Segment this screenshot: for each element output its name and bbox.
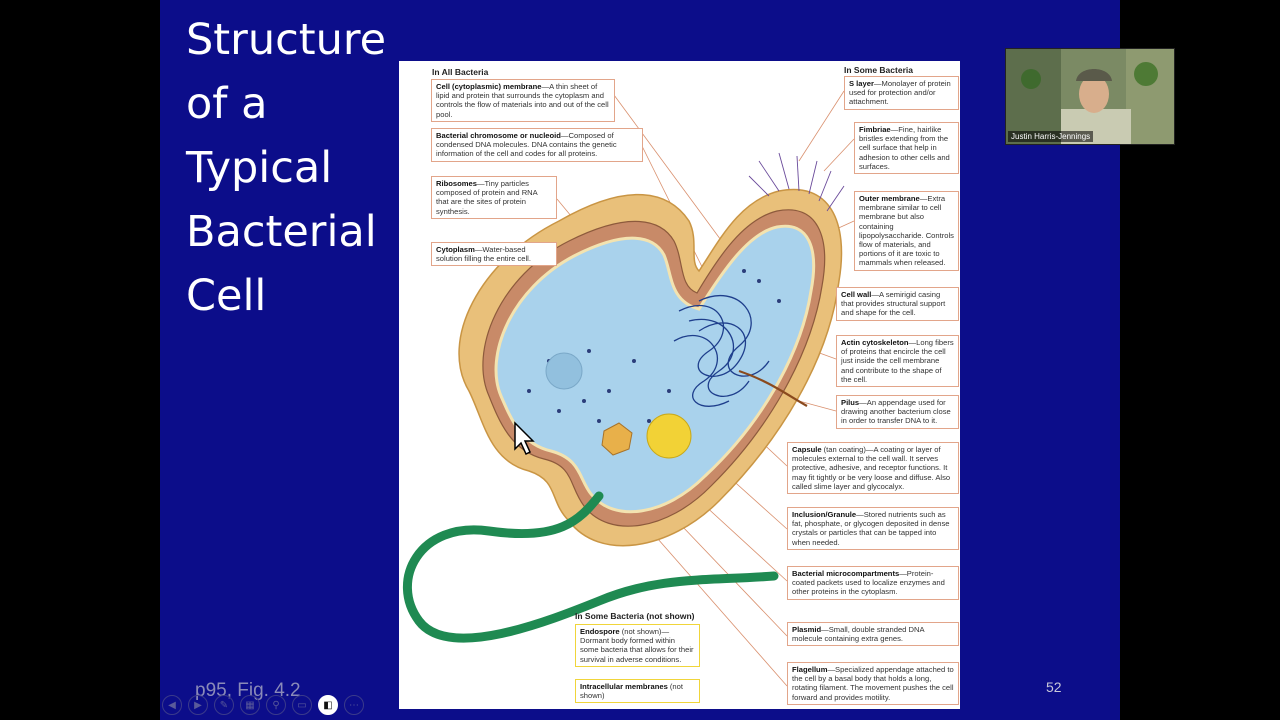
camera-icon: ◧ <box>323 699 333 711</box>
more-options-button[interactable]: ⋯ <box>344 695 364 715</box>
camera-toggle-button[interactable]: ◧ <box>318 695 338 715</box>
subtitles-button[interactable]: ▭ <box>292 695 312 715</box>
label-ribosomes: Ribosomes—Tiny particles composed of pro… <box>431 176 557 219</box>
pen-icon: ✎ <box>219 699 229 711</box>
section-heading-some-bacteria: In Some Bacteria <box>844 65 913 75</box>
title-line: Bacterial <box>186 207 377 257</box>
label-intracellular-membranes: Intracellular membranes (not shown) <box>575 679 700 704</box>
label-pilus: Pilus—An appendage used for drawing anot… <box>836 395 959 429</box>
slide-title: Structure of a Typical Bacterial Cell <box>186 8 396 328</box>
slides-grid-icon: ▦ <box>245 699 255 711</box>
title-line: Structure of a <box>186 15 387 129</box>
label-cell-membrane: Cell (cytoplasmic) membrane—A thin sheet… <box>431 79 615 122</box>
participant-name: Justin Harris-Jennings <box>1008 131 1094 142</box>
title-line: Cell <box>186 271 267 321</box>
previous-slide-button[interactable]: ◀ <box>162 695 182 715</box>
label-nucleoid: Bacterial chromosome or nucleoid—Compose… <box>431 128 643 162</box>
label-capsule: Capsule (tan coating)—A coating or layer… <box>787 442 959 495</box>
section-heading-all-bacteria: In All Bacteria <box>432 67 489 77</box>
bacterial-cell-figure: In All Bacteria In Some Bacteria In Some… <box>399 61 960 709</box>
label-s-layer: S layer—Monolayer of protein used for pr… <box>844 76 959 110</box>
more-options-icon: ⋯ <box>349 699 359 711</box>
label-flagellum: Flagellum—Specialized appendage attached… <box>787 662 959 705</box>
title-line: Typical <box>186 143 333 193</box>
webcam-video-tile[interactable]: Justin Harris-Jennings <box>1005 48 1175 145</box>
label-actin-cytoskeleton: Actin cytoskeleton—Long fibers of protei… <box>836 335 959 388</box>
label-cell-wall: Cell wall—A semirigid casing that provid… <box>836 287 959 321</box>
mouse-cursor-icon <box>514 421 535 456</box>
see-all-slides-button[interactable]: ▦ <box>240 695 260 715</box>
next-arrow-icon: ▶ <box>194 699 202 711</box>
slide-page-number: 52 <box>1046 679 1062 695</box>
label-fimbriae: Fimbriae—Fine, hairlike bristles extendi… <box>854 122 959 175</box>
subtitles-icon: ▭ <box>297 699 307 711</box>
next-slide-button[interactable]: ▶ <box>188 695 208 715</box>
label-inclusion-granule: Inclusion/Granule—Stored nutrients such … <box>787 507 959 550</box>
presentation-toolbar: ◀ ▶ ✎ ▦ ⚲ ▭ ◧ ⋯ <box>162 694 364 716</box>
zoom-icon: ⚲ <box>272 699 280 711</box>
label-plasmid: Plasmid—Small, double stranded DNA molec… <box>787 622 959 647</box>
cell-illustration <box>403 90 855 687</box>
previous-arrow-icon: ◀ <box>168 699 176 711</box>
label-endospore: Endospore (not shown)—Dormant body forme… <box>575 624 700 667</box>
label-outer-membrane: Outer membrane—Extra membrane similar to… <box>854 191 959 271</box>
label-cytoplasm: Cytoplasm—Water-based solution filling t… <box>431 242 557 267</box>
zoom-button[interactable]: ⚲ <box>266 695 286 715</box>
section-heading-not-shown: In Some Bacteria (not shown) <box>575 611 695 621</box>
presenter-video-feed <box>1006 49 1174 144</box>
pen-tool-button[interactable]: ✎ <box>214 695 234 715</box>
label-microcompartments: Bacterial microcompartments—Protein-coat… <box>787 566 959 600</box>
